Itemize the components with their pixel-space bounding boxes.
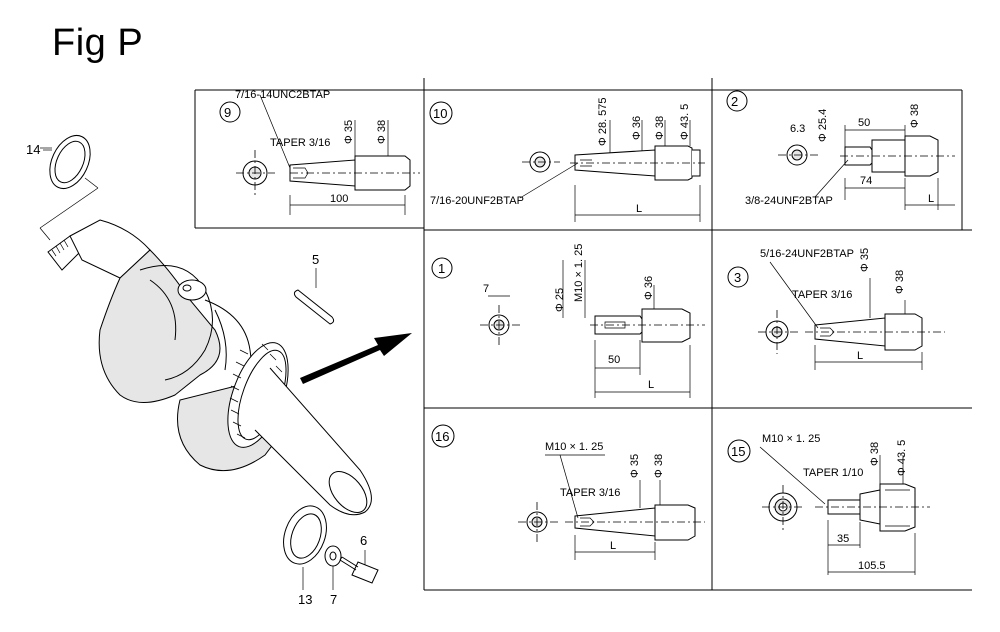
callout-14: 14 — [26, 142, 40, 157]
panel-15-d2-label: Φ 43. 5 — [896, 440, 908, 476]
panel-3-d1-label: Φ 35 — [859, 248, 871, 272]
panel-1-len1-label: 50 — [608, 354, 620, 366]
panel-16-d1-label: Φ 35 — [629, 454, 641, 478]
panel-2-id: 2 — [731, 94, 738, 109]
panel-15-d1-label: Φ 38 — [869, 442, 881, 466]
panel-2-len1-label: 50 — [858, 117, 870, 129]
panel-10-d3-label: Φ 38 — [654, 116, 666, 140]
panel-9-id: 9 — [224, 105, 231, 120]
panel-3-taper-label: TAPER 3/16 — [792, 289, 852, 301]
panel-15-len2-label: 105.5 — [858, 560, 886, 572]
panel-9-thread-label: 7/16-14UNC2BTAP — [235, 89, 330, 101]
panel-2-d1-label: Φ 25.4 — [817, 109, 829, 142]
panel-3-len-label: L — [857, 350, 863, 362]
panel-1-d1-label: Φ 25 — [554, 288, 566, 312]
callout-13: 13 — [298, 592, 312, 607]
panel-16-taper-label: TAPER 3/16 — [560, 487, 620, 499]
panel-16-len-label: L — [610, 540, 616, 552]
panel-16: 16 M10 × 1. 25 TAPER 3/16 Φ 35 Φ 38 L — [431, 424, 705, 560]
panel-9-len-label: 100 — [330, 193, 348, 205]
panel-10-len-label: L — [636, 203, 642, 215]
panel-3: 3 5/16-24UNF2BTAP Φ 35 TAPER 3/16 Φ 38 L — [727, 248, 945, 370]
panel-3-d2-label: Φ 38 — [894, 270, 906, 294]
panel-2-small-label: 6.3 — [790, 123, 805, 135]
panel-9-d1-label: Φ 35 — [343, 120, 355, 144]
figure-title: Fig P — [52, 22, 144, 64]
panel-10: 10 Φ 28. 575 Φ 36 Φ 38 Φ 43. 5 7/16-20UN… — [429, 97, 705, 222]
panel-15: 15 M10 × 1. 25 Φ 38 Φ 43. 5 TAPER 1/10 3… — [727, 433, 930, 575]
crankshaft-illustration — [39, 135, 412, 584]
panel-1-small-label: 7 — [483, 283, 489, 295]
panel-2-len2-label: 74 — [860, 175, 872, 187]
panel-1: 1 7 Φ 25 M10 × 1. 25 Φ 36 50 L — [431, 244, 705, 398]
panel-10-d1-label: Φ 28. 575 — [597, 97, 609, 146]
panel-1-d2-label: Φ 36 — [643, 276, 655, 300]
callout-6: 6 — [360, 533, 367, 548]
callout-7: 7 — [330, 592, 337, 607]
panel-1-thread-label: M10 × 1. 25 — [573, 244, 585, 302]
panel-15-len1-label: 35 — [837, 533, 849, 545]
panel-15-taper-label: TAPER 1/10 — [803, 467, 863, 479]
panel-1-len-label: L — [648, 379, 654, 391]
panel-9-d2-label: Φ 38 — [376, 120, 388, 144]
panel-2-d2-label: Φ 38 — [909, 104, 921, 128]
panel-16-thread-label: M10 × 1. 25 — [545, 441, 603, 453]
panel-9-taper-label: TAPER 3/16 — [270, 137, 330, 149]
panel-2: 2 6.3 Φ 25.4 50 Φ 38 74 3/8-24UNF2BTAP L — [726, 90, 955, 210]
panel-10-thread-label: 7/16-20UNF2BTAP — [430, 195, 524, 207]
panel-3-thread-label: 5/16-24UNF2BTAP — [760, 248, 854, 260]
panel-frames — [194, 78, 972, 591]
callout-5: 5 — [312, 252, 319, 267]
panel-1-id: 1 — [438, 261, 445, 276]
panel-16-id: 16 — [435, 429, 449, 444]
panel-2-len-label: L — [928, 193, 934, 205]
panel-10-id: 10 — [433, 106, 447, 121]
panel-9: 9 7/16-14UNC2BTAP TAPER 3/16 Φ 35 Φ 38 1… — [219, 89, 420, 215]
panel-10-d4-label: Φ 43. 5 — [679, 104, 691, 140]
panel-15-id: 15 — [731, 444, 745, 459]
panel-3-id: 3 — [734, 270, 741, 285]
panel-10-d2-label: Φ 36 — [631, 116, 643, 140]
panel-16-d2-label: Φ 38 — [653, 454, 665, 478]
panel-2-thread-label: 3/8-24UNF2BTAP — [745, 195, 833, 207]
panel-15-thread-label: M10 × 1. 25 — [762, 433, 820, 445]
